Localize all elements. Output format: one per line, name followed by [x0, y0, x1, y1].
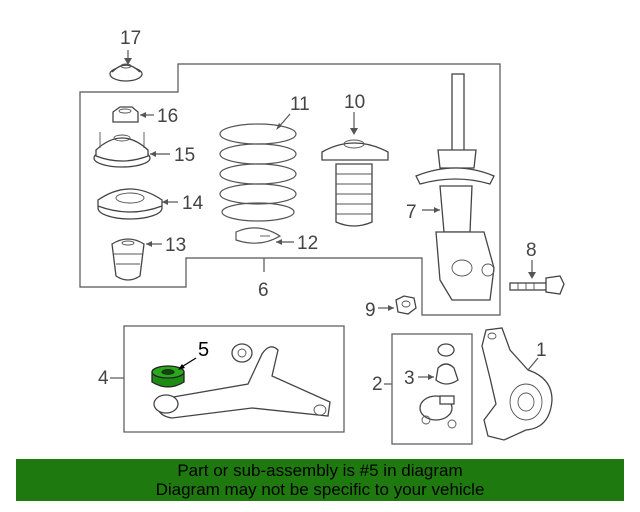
part-3-ball-joint-boot[interactable] [435, 343, 459, 385]
callout-12: 12 [297, 233, 318, 254]
callout-1: 1 [536, 340, 547, 361]
part-14-bearing[interactable] [97, 188, 163, 220]
banner-line-1: Part or sub-assembly is #5 in diagram [177, 461, 463, 480]
callout-7: 7 [406, 202, 417, 223]
parts-diagram: 17 16 15 14 13 [79, 28, 565, 445]
callout-11: 11 [290, 94, 310, 115]
part-11-coil-spring[interactable] [219, 123, 297, 222]
callout-15: 15 [174, 145, 195, 166]
assembly-2-outline [391, 333, 473, 445]
callout-13: 13 [165, 235, 186, 256]
ball-joint[interactable] [419, 395, 457, 429]
callout-9: 9 [365, 300, 376, 321]
assembly-4-outline [123, 325, 345, 433]
banner-line-2: Diagram may not be specific to your vehi… [155, 480, 485, 499]
assembly-6-outline [79, 63, 501, 316]
part-17-cap[interactable] [109, 63, 143, 82]
callout-4: 4 [98, 368, 109, 389]
part-16-nut[interactable] [112, 106, 139, 123]
part-1-steering-knuckle[interactable] [481, 327, 553, 441]
part-9-nut[interactable] [395, 295, 417, 315]
part-5-bushing[interactable] [151, 365, 185, 388]
callout-3: 3 [404, 368, 415, 389]
callout-5: 5 [198, 339, 209, 361]
lower-control-arm[interactable] [153, 343, 331, 419]
part-10-dust-boot[interactable] [321, 139, 389, 227]
callout-2: 2 [372, 374, 383, 395]
part-7-strut[interactable] [415, 73, 495, 301]
callout-8: 8 [526, 240, 537, 261]
part-8-bolt[interactable] [509, 275, 565, 295]
callout-6: 6 [258, 280, 269, 301]
info-banner: Part or sub-assembly is #5 in diagram Di… [16, 459, 624, 501]
part-15-strut-mount[interactable] [93, 132, 151, 168]
callout-10: 10 [344, 92, 365, 113]
callout-14: 14 [182, 193, 204, 214]
callout-17: 17 [120, 28, 141, 49]
part-13-bump-stop[interactable] [111, 238, 145, 281]
part-12-spring-seat[interactable] [235, 227, 282, 244]
callout-16: 16 [157, 106, 178, 127]
